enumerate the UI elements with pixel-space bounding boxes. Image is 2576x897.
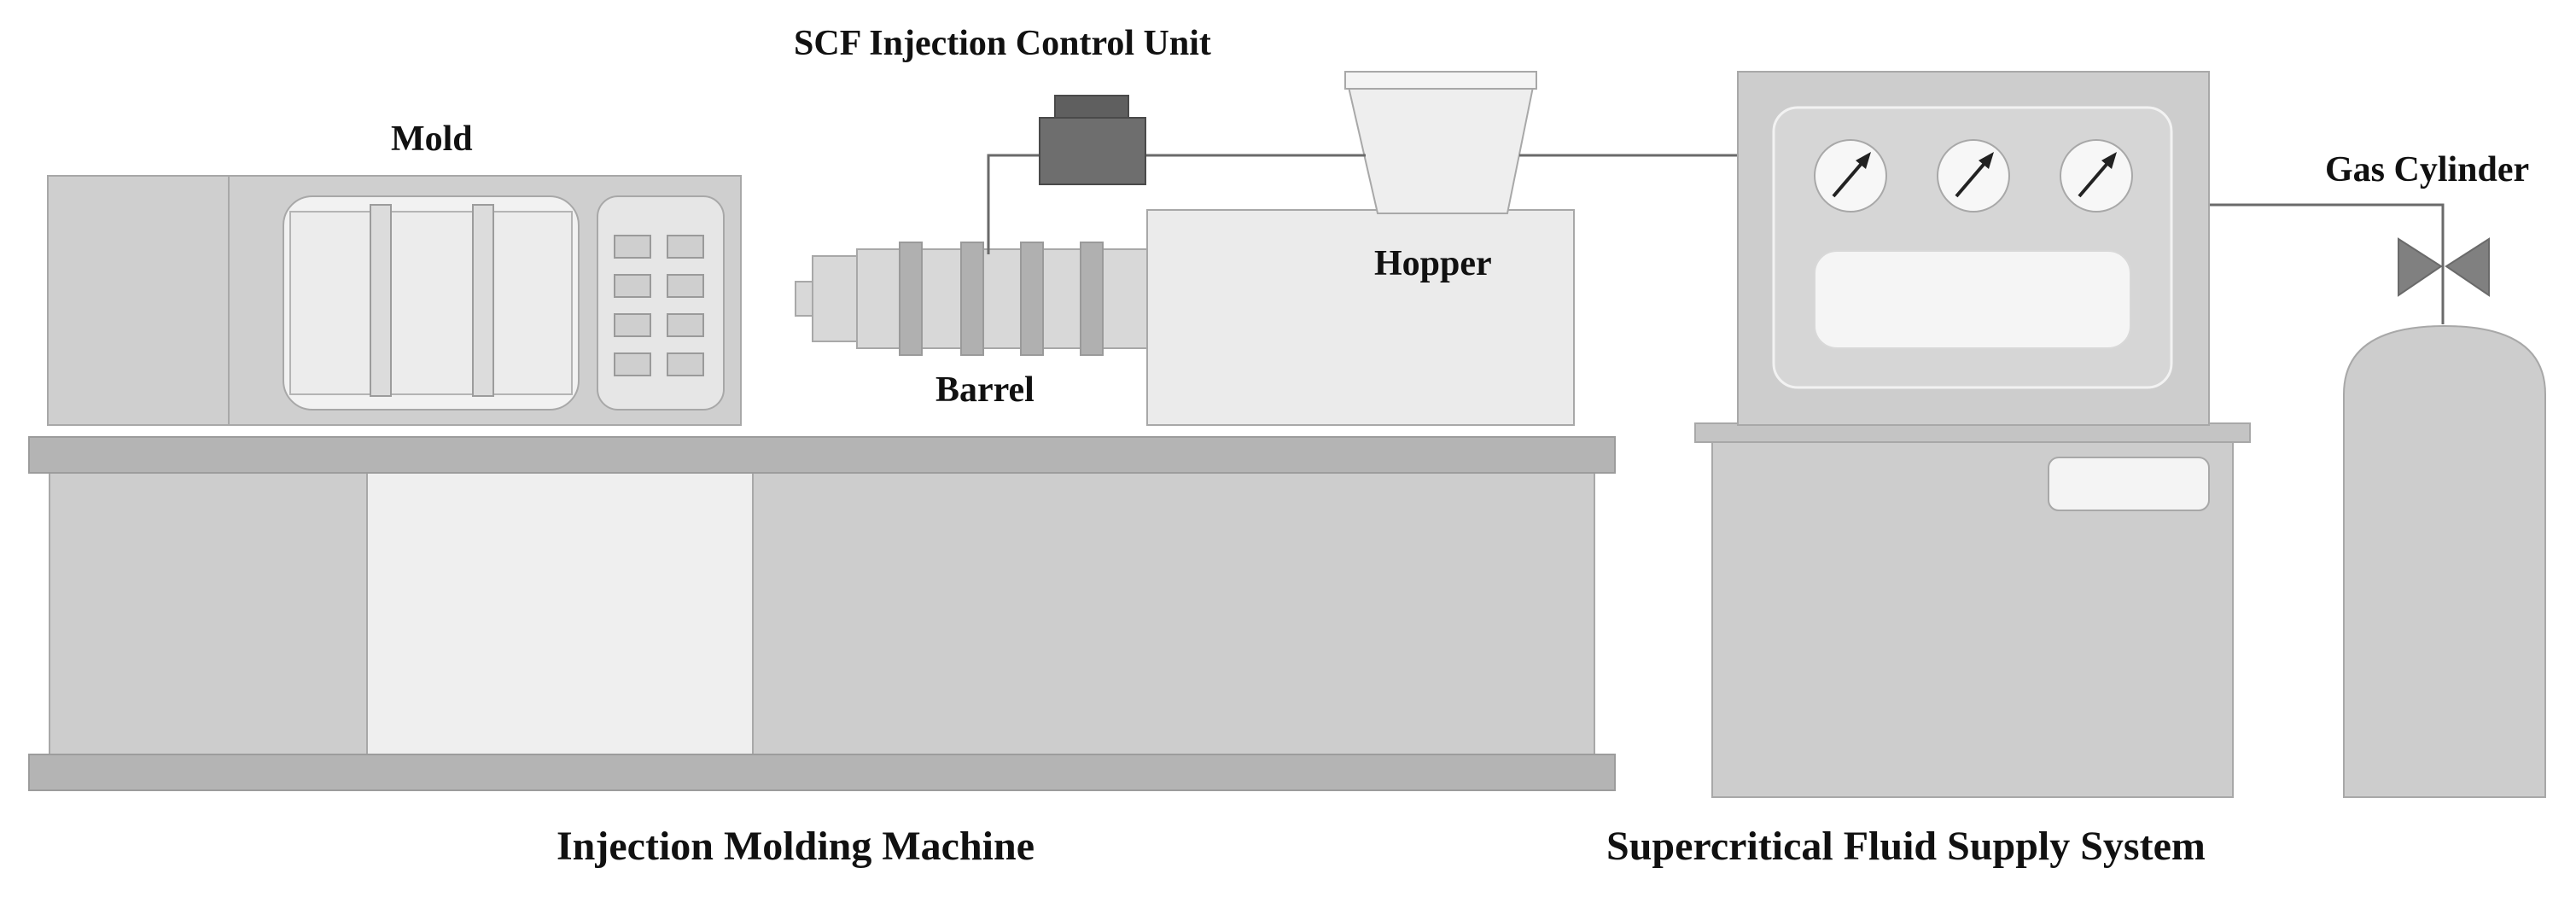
machine-base-door: [366, 470, 754, 759]
scf-control-unit-label: SCF Injection Control Unit: [794, 24, 1211, 63]
barrel-heater-bands: [899, 242, 1104, 356]
scf-control-unit: [1039, 95, 1146, 185]
pressure-gauge-icon: [2060, 139, 2133, 213]
control-panel-buttons: [614, 235, 704, 376]
mold-unit: [47, 175, 742, 426]
supply-display-window: [1814, 250, 2131, 349]
injection-unit-housing: [1146, 209, 1575, 426]
gas-cylinder-label: Gas Cylinder: [2325, 150, 2530, 189]
mold-label: Mold: [391, 119, 473, 159]
hopper: [1344, 71, 1537, 214]
scf-supply-system: [1694, 71, 2251, 798]
gas-cylinder: [2343, 324, 2546, 798]
valve-icon: [2398, 237, 2490, 297]
barrel-label: Barrel: [935, 370, 1034, 410]
barrel: [795, 242, 1150, 356]
machine-base: [28, 436, 1616, 791]
supply-drawer: [2048, 457, 2210, 511]
machine-bottom-rail: [28, 754, 1616, 791]
hopper-label: Hopper: [1374, 244, 1492, 283]
control-panel: [597, 195, 725, 411]
machine-top-rail: [28, 436, 1616, 474]
mold-plate-right: [472, 204, 494, 397]
injection-machine-label: Injection Molding Machine: [557, 824, 1034, 869]
gas-lines: [987, 154, 2445, 324]
mold-plate-left: [370, 204, 392, 397]
pressure-gauge-icon: [1937, 139, 2010, 213]
scf-supply-system-label: Supercritical Fluid Supply System: [1606, 824, 2206, 869]
pressure-gauge-icon: [1814, 139, 1887, 213]
